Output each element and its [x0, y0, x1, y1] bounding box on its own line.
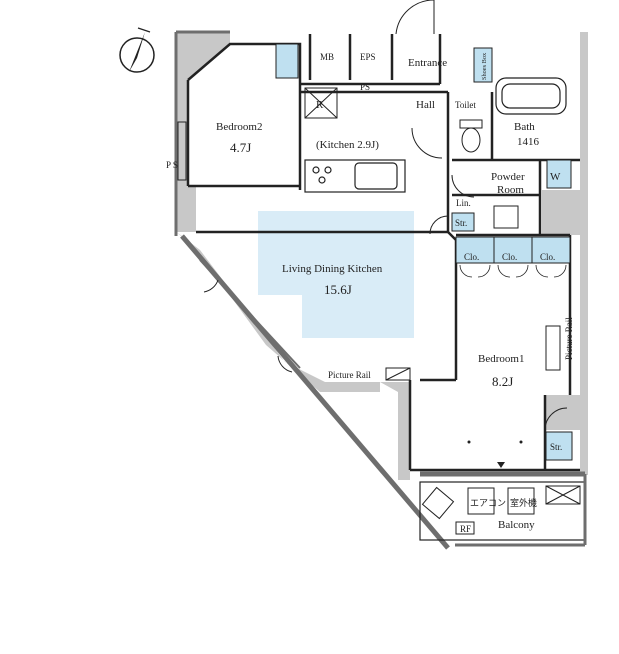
bath-name: Bath [514, 121, 535, 133]
picture-rail-ldk-label: Picture Rail [328, 370, 371, 380]
bedroom1-marks [467, 440, 523, 468]
shoes-box-label: Shoes Box [481, 52, 488, 80]
toilet-name: Toilet [455, 100, 476, 110]
storage-hall-label: Str. [455, 218, 467, 228]
balcony-outline [419, 471, 587, 547]
bedroom2-size: 4.7J [230, 140, 251, 155]
toilet-icon [459, 119, 483, 153]
ldk-floor-highlight [258, 211, 414, 338]
ldk-size: 15.6J [324, 282, 352, 297]
closet-door-swings [459, 264, 567, 278]
storage-bed1-label: Str. [550, 442, 562, 452]
picture-rail-bed1-label: Picture Rail [564, 317, 574, 360]
eps-label: EPS [360, 52, 376, 62]
linen-label: Lin. [456, 198, 471, 208]
fixtures [275, 43, 573, 461]
ldk-name: Living Dining Kitchen [282, 263, 383, 275]
powder-name-2: Room [497, 184, 524, 196]
pipe-space-label: P S [166, 160, 178, 170]
bedroom1-name: Bedroom1 [478, 353, 524, 365]
bath-size: 1416 [517, 136, 540, 148]
balcony-name: Balcony [498, 519, 535, 531]
ac-unit-label: RF [460, 524, 471, 534]
entrance-name: Entrance [408, 57, 447, 69]
closet1-label: Clo. [464, 252, 479, 262]
bedroom1-size: 8.2J [492, 374, 513, 389]
closet3-label: Clo. [540, 252, 555, 262]
refrigerator-icon [304, 87, 338, 119]
closet-dividers [493, 237, 533, 263]
powder-name: Powder [491, 171, 525, 183]
bedroom2-name: Bedroom2 [216, 121, 262, 133]
door-swings [203, 0, 568, 431]
exterior-walls [174, 30, 450, 550]
balcony-unit2-label: 室外機 [510, 497, 537, 508]
exterior-shading [176, 32, 588, 480]
balcony-units [421, 485, 581, 535]
bedroom2-window [177, 121, 187, 181]
hall-name: Hall [416, 99, 435, 111]
washer-label: W [550, 171, 561, 183]
kitchen-name: (Kitchen 2.9J) [316, 139, 379, 151]
north-compass-icon [119, 27, 155, 73]
picture-rail-marks [385, 367, 411, 381]
kitchen-counter [304, 159, 406, 193]
refrigerator-label: R [316, 99, 324, 111]
mb-label: MB [320, 52, 334, 62]
balcony-unit1-label: エアコン [470, 498, 506, 508]
room-labels: Bedroom2 4.7J (Kitchen 2.9J) Living Dini… [166, 52, 574, 534]
bathtub-icon [495, 77, 567, 115]
closet2-label: Clo. [502, 252, 517, 262]
ps-label: PS [360, 82, 370, 92]
